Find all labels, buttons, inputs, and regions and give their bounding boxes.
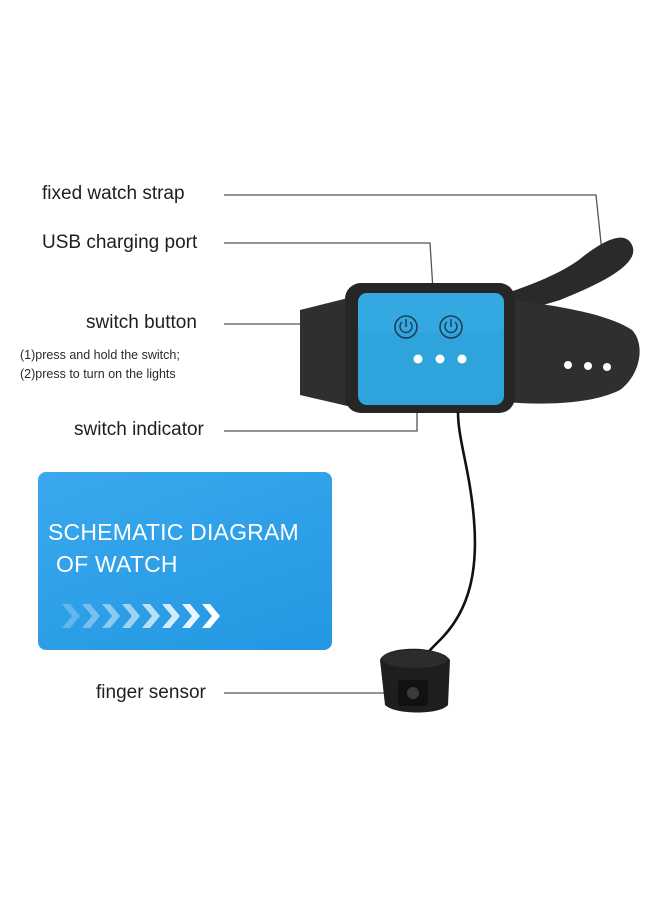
strap-upper — [510, 237, 634, 312]
strap-holes — [564, 361, 611, 371]
switch-note-2: (2)press to turn on the lights — [20, 367, 176, 381]
leader-line-usb — [224, 242, 434, 291]
card-title-line1: SCHEMATIC DIAGRAM — [48, 519, 299, 545]
card-title-line2: OF WATCH — [56, 551, 178, 577]
label-fixed-watch-strap: fixed watch strap — [42, 183, 185, 204]
title-card: SCHEMATIC DIAGRAM OF WATCH — [38, 472, 332, 650]
leader-line-strap — [224, 194, 604, 263]
finger-sensor — [380, 648, 450, 713]
switch-button-2 — [439, 315, 463, 339]
chevron-arrows-icon — [62, 604, 220, 628]
label-switch-indicator: switch indicator — [74, 419, 204, 440]
label-finger-sensor: finger sensor — [96, 682, 206, 703]
switch-button-1 — [394, 315, 418, 339]
switch-note-1: (1)press and hold the switch; — [20, 348, 180, 362]
card-title: SCHEMATIC DIAGRAM OF WATCH — [48, 516, 299, 580]
sensor-cable — [410, 411, 477, 676]
label-usb-charging-port: USB charging port — [42, 232, 198, 253]
label-switch-button: switch button — [86, 312, 197, 333]
switch-indicator-leds — [413, 354, 467, 364]
